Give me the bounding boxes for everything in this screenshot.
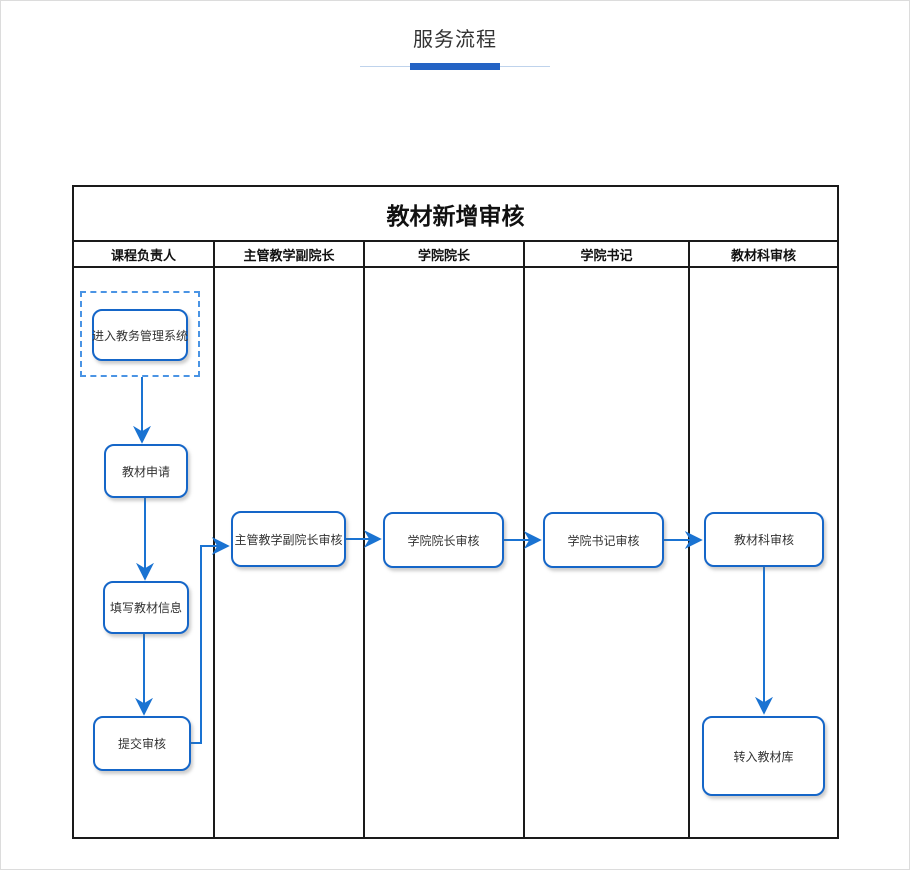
lane-header-course-leader: 课程负责人 [74,242,215,266]
underline-accent-bar [410,63,500,70]
flow-node-section-review: 教材科审核 [704,512,824,567]
lane-dean [365,268,525,837]
diagram-title: 教材新增审核 [74,187,837,242]
title-underline-decoration [360,63,550,70]
start-node-dashed-group [80,291,200,377]
flow-node-to-library: 转入教材库 [702,716,825,796]
swimlane-diagram: 教材新增审核 课程负责人 主管教学副院长 学院院长 学院书记 教材科审核 [72,185,839,839]
flow-node-dean-review: 学院院长审核 [383,512,504,568]
flow-connectors [133,377,773,744]
page-header: 服务流程 [1,1,909,70]
flow-node-fill-info: 填写教材信息 [103,581,189,634]
flow-node-textbook-apply: 教材申请 [104,444,188,498]
flow-node-vice-dean-review: 主管教学副院长审核 [231,511,346,567]
page-title: 服务流程 [413,29,497,51]
flow-node-secretary-review: 学院书记审核 [543,512,664,568]
flow-node-submit-review: 提交审核 [93,716,191,771]
lane-header-secretary: 学院书记 [525,242,690,266]
flow-node-enter-system: 进入教务管理系统 [92,309,188,361]
lane-header-row: 课程负责人 主管教学副院长 学院院长 学院书记 教材科审核 [74,242,837,268]
lane-header-textbook-section: 教材科审核 [730,247,796,263]
connector-arrow-submit-to-vice-dean [191,537,230,744]
lane-secretary [525,268,690,837]
lane-header-vice-dean: 主管教学副院长 [215,242,365,266]
lane-header-dean: 学院院长 [365,242,525,266]
lane-vice-dean [215,268,365,837]
